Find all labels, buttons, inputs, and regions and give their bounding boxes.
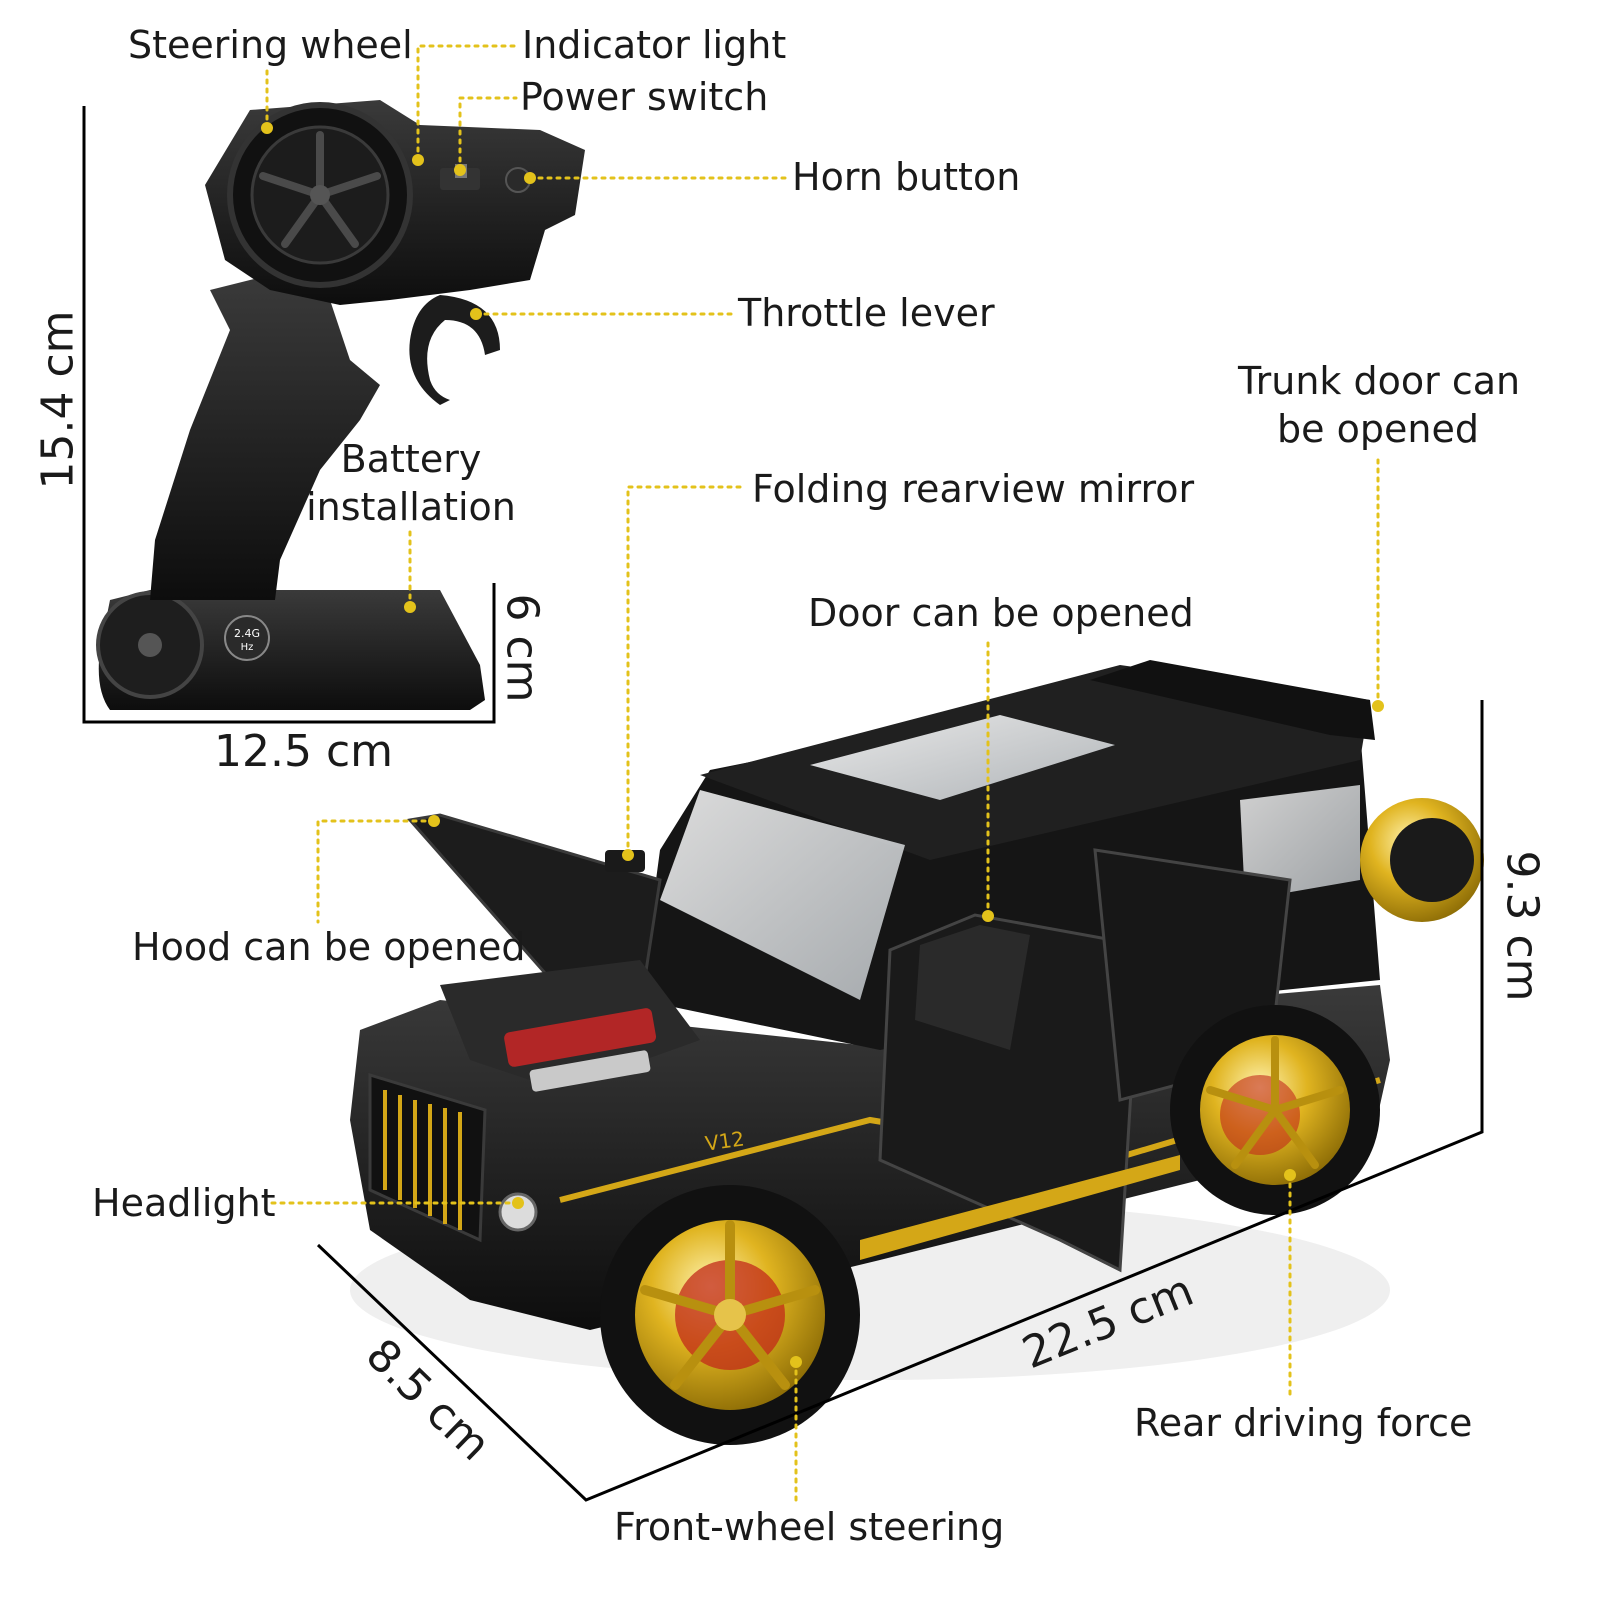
callout-leaders	[265, 44, 1380, 1507]
label-horn-button: Horn button	[792, 155, 1021, 199]
label-door: Door can be opened	[808, 591, 1194, 635]
label-battery-line2: installation	[306, 484, 516, 529]
callout-dots	[261, 122, 1384, 1368]
v12-badge: V12	[704, 1126, 746, 1155]
rear-wheel	[1170, 1005, 1380, 1215]
label-trunk-door: Trunk door can be opened	[1238, 358, 1521, 453]
label-indicator-light: Indicator light	[522, 23, 787, 67]
frequency-badge-top: 2.4G	[234, 627, 260, 640]
label-power-switch: Power switch	[520, 75, 769, 119]
label-front-steering: Front-wheel steering	[614, 1505, 1005, 1549]
side-window	[1240, 785, 1360, 900]
dim-remote-height: 15.4 cm	[32, 310, 84, 490]
toy-car: V12	[350, 660, 1484, 1445]
remote-grip	[150, 275, 380, 600]
throttle-trigger	[409, 295, 500, 405]
label-rear-drive: Rear driving force	[1134, 1401, 1473, 1445]
label-trunk-line2: be opened	[1277, 406, 1479, 451]
label-hood: Hood can be opened	[132, 925, 526, 969]
remote-controller	[96, 100, 585, 710]
dimension-lines	[82, 106, 1484, 1502]
dim-car-height: 9.3 cm	[1496, 850, 1548, 1002]
dim-remote-base: 6 cm	[496, 593, 548, 703]
label-throttle-lever: Throttle lever	[738, 291, 995, 335]
sunroof	[810, 715, 1115, 800]
power-switch-body	[440, 168, 480, 190]
engine-cover	[504, 1008, 657, 1067]
front-wheel	[600, 1185, 860, 1445]
rearview-mirror	[605, 850, 645, 872]
label-battery-installation: Battery installation	[306, 436, 516, 531]
frequency-badge	[224, 615, 270, 661]
label-battery-line1: Battery	[340, 437, 482, 481]
label-folding-mirror: Folding rearview mirror	[752, 467, 1195, 511]
roof-spoiler	[1090, 660, 1375, 740]
dim-remote-width: 12.5 cm	[214, 726, 394, 777]
label-headlight: Headlight	[92, 1181, 276, 1225]
label-steering-wheel: Steering wheel	[128, 23, 413, 67]
windshield	[660, 790, 905, 1000]
label-trunk-line1: Trunk door can	[1238, 359, 1521, 403]
frequency-badge-bottom: Hz	[241, 642, 254, 653]
